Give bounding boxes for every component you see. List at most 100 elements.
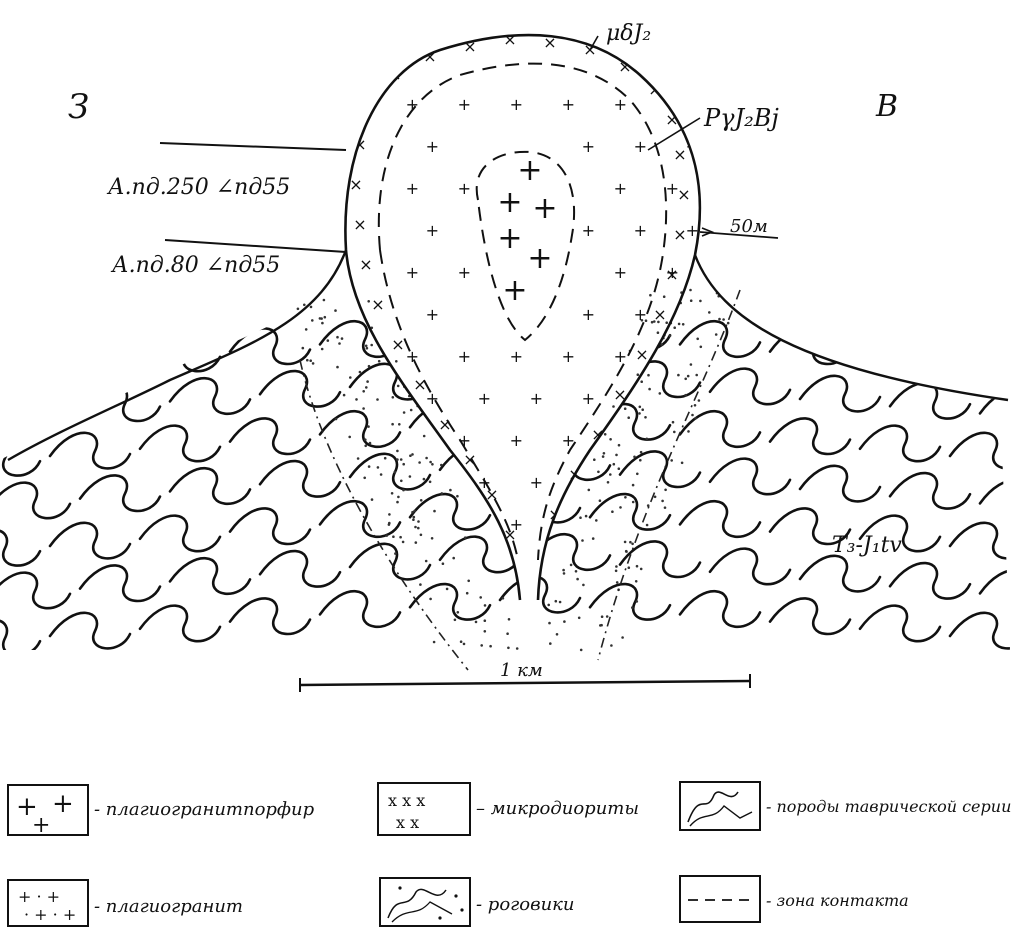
hornfels-dot bbox=[378, 360, 381, 363]
hornfels-dot bbox=[402, 489, 405, 492]
hornfels-dot bbox=[402, 541, 405, 544]
porphyry-mark: + bbox=[532, 191, 557, 226]
hornfels-dot bbox=[610, 644, 613, 647]
hornfels-dot bbox=[516, 647, 519, 650]
plagiogranite-mark: + bbox=[510, 431, 523, 450]
hornfels-dot bbox=[627, 416, 630, 419]
hornfels-dot bbox=[639, 406, 642, 409]
hornfels-dot bbox=[578, 617, 581, 620]
plagiogranite-mark: + bbox=[562, 347, 575, 366]
hornfels-dot bbox=[604, 433, 607, 436]
hornfels-dot bbox=[460, 640, 463, 643]
hornfels-dot bbox=[690, 299, 693, 302]
hornfels-dot bbox=[618, 467, 621, 470]
hornfels-dot bbox=[391, 492, 394, 495]
hornfels-dot bbox=[670, 459, 673, 462]
plagiogranite-mark: + bbox=[458, 515, 471, 534]
plagiogranite-mark: + bbox=[510, 95, 523, 114]
microdiorite-mark: × bbox=[353, 215, 366, 234]
hornfels-dot bbox=[632, 501, 635, 504]
hornfels-dot bbox=[489, 645, 492, 648]
hornfels-dot bbox=[708, 311, 711, 314]
hornfels-dot bbox=[433, 641, 436, 644]
hornfels-dot bbox=[609, 438, 612, 441]
plagiogranite-mark: + bbox=[406, 179, 419, 198]
hornfels-dot bbox=[624, 541, 627, 544]
microdiorite-mark: × bbox=[635, 345, 648, 364]
microdiorite-mark: × bbox=[503, 30, 516, 49]
hornfels-dot bbox=[659, 392, 662, 395]
hornfels-dot bbox=[632, 484, 635, 487]
plagiogranite-mark: + bbox=[406, 263, 419, 282]
hornfels-dot bbox=[400, 458, 403, 461]
hornfels-dot bbox=[425, 457, 428, 460]
hornfels-dot bbox=[355, 398, 358, 401]
ground-surface bbox=[8, 250, 346, 460]
hornfels-dot bbox=[366, 347, 369, 350]
hornfels-dot bbox=[648, 388, 651, 391]
hornfels-dot bbox=[336, 336, 339, 339]
hornfels-dot bbox=[606, 615, 609, 618]
hornfels-dot bbox=[302, 347, 305, 350]
hornfels-dot bbox=[399, 536, 402, 539]
hornfels-dot bbox=[559, 601, 562, 604]
hornfels-dot bbox=[621, 636, 624, 639]
plagiogranite-mark: + bbox=[666, 347, 679, 366]
hornfels-dot bbox=[324, 316, 327, 319]
hornfels-dot bbox=[699, 300, 702, 303]
microdiorite-mark: × bbox=[371, 295, 384, 314]
hornfels-dot bbox=[690, 363, 693, 366]
hornfels-dot bbox=[442, 562, 445, 565]
hornfels-dot bbox=[429, 598, 432, 601]
hornfels-dot bbox=[368, 365, 371, 368]
hornfels-dot bbox=[391, 423, 394, 426]
hornfels-dot bbox=[484, 630, 487, 633]
hornfels-dot bbox=[615, 454, 618, 457]
hornfels-dot bbox=[431, 537, 434, 540]
plagiogranite-mark: + bbox=[582, 305, 595, 324]
hornfels-dot bbox=[593, 458, 596, 461]
hornfels-dot bbox=[484, 619, 487, 622]
hornfels-dot bbox=[420, 499, 423, 502]
hornfels-dot bbox=[727, 322, 730, 325]
plagiogranite-mark: + bbox=[510, 347, 523, 366]
svg-text:x x: x x bbox=[396, 813, 419, 832]
plagiogranite-mark: + bbox=[426, 305, 439, 324]
hornfels-dot bbox=[323, 299, 326, 302]
hornfels-dot bbox=[449, 489, 452, 492]
label-host-unit: T₃-J₁tv bbox=[832, 533, 902, 558]
hornfels-dot bbox=[319, 317, 322, 320]
hornfels-dot bbox=[715, 333, 718, 336]
hornfels-dot bbox=[348, 436, 351, 439]
hornfels-dot bbox=[388, 522, 391, 525]
hornfels-dot bbox=[480, 644, 483, 647]
porphyry-mark: + bbox=[497, 221, 522, 256]
plagiogranite-mark: + bbox=[406, 347, 419, 366]
hornfels-dot bbox=[452, 557, 455, 560]
hornfels-dot bbox=[366, 380, 369, 383]
hornfels-dot bbox=[673, 326, 676, 329]
hornfels-dot bbox=[412, 518, 415, 521]
hornfels-dot bbox=[609, 473, 612, 476]
microdiorite-mark: × bbox=[591, 425, 604, 444]
plagiogranite-mark: + bbox=[426, 473, 439, 492]
hornfels-dot bbox=[684, 394, 687, 397]
hornfels-dot bbox=[647, 374, 650, 377]
legend-label-microdiorite: – микродиориты bbox=[476, 798, 639, 819]
hornfels-dot bbox=[423, 435, 426, 438]
hornfels-dot bbox=[619, 506, 622, 509]
hornfels-dot bbox=[425, 560, 428, 563]
hornfels-dot bbox=[363, 477, 366, 480]
hornfels-dot bbox=[417, 520, 420, 523]
hornfels-dot bbox=[628, 566, 631, 569]
label-top-unit: μδJ₂ bbox=[606, 21, 651, 46]
hornfels-dot bbox=[695, 374, 698, 377]
hornfels-dot bbox=[698, 399, 701, 402]
svg-text:+: + bbox=[32, 813, 50, 838]
hornfels-dot bbox=[602, 455, 605, 458]
legend-label-taurian-series: - породы таврической серии bbox=[766, 797, 1011, 816]
intrusion-symbols: ×××××××××××××××××××××××××××××××+++++++++… bbox=[349, 30, 699, 544]
legend-label-plagiogranite: - плагиогранит bbox=[94, 896, 243, 917]
hornfels-dot bbox=[456, 495, 459, 498]
plagiogranite-mark: + bbox=[562, 95, 575, 114]
